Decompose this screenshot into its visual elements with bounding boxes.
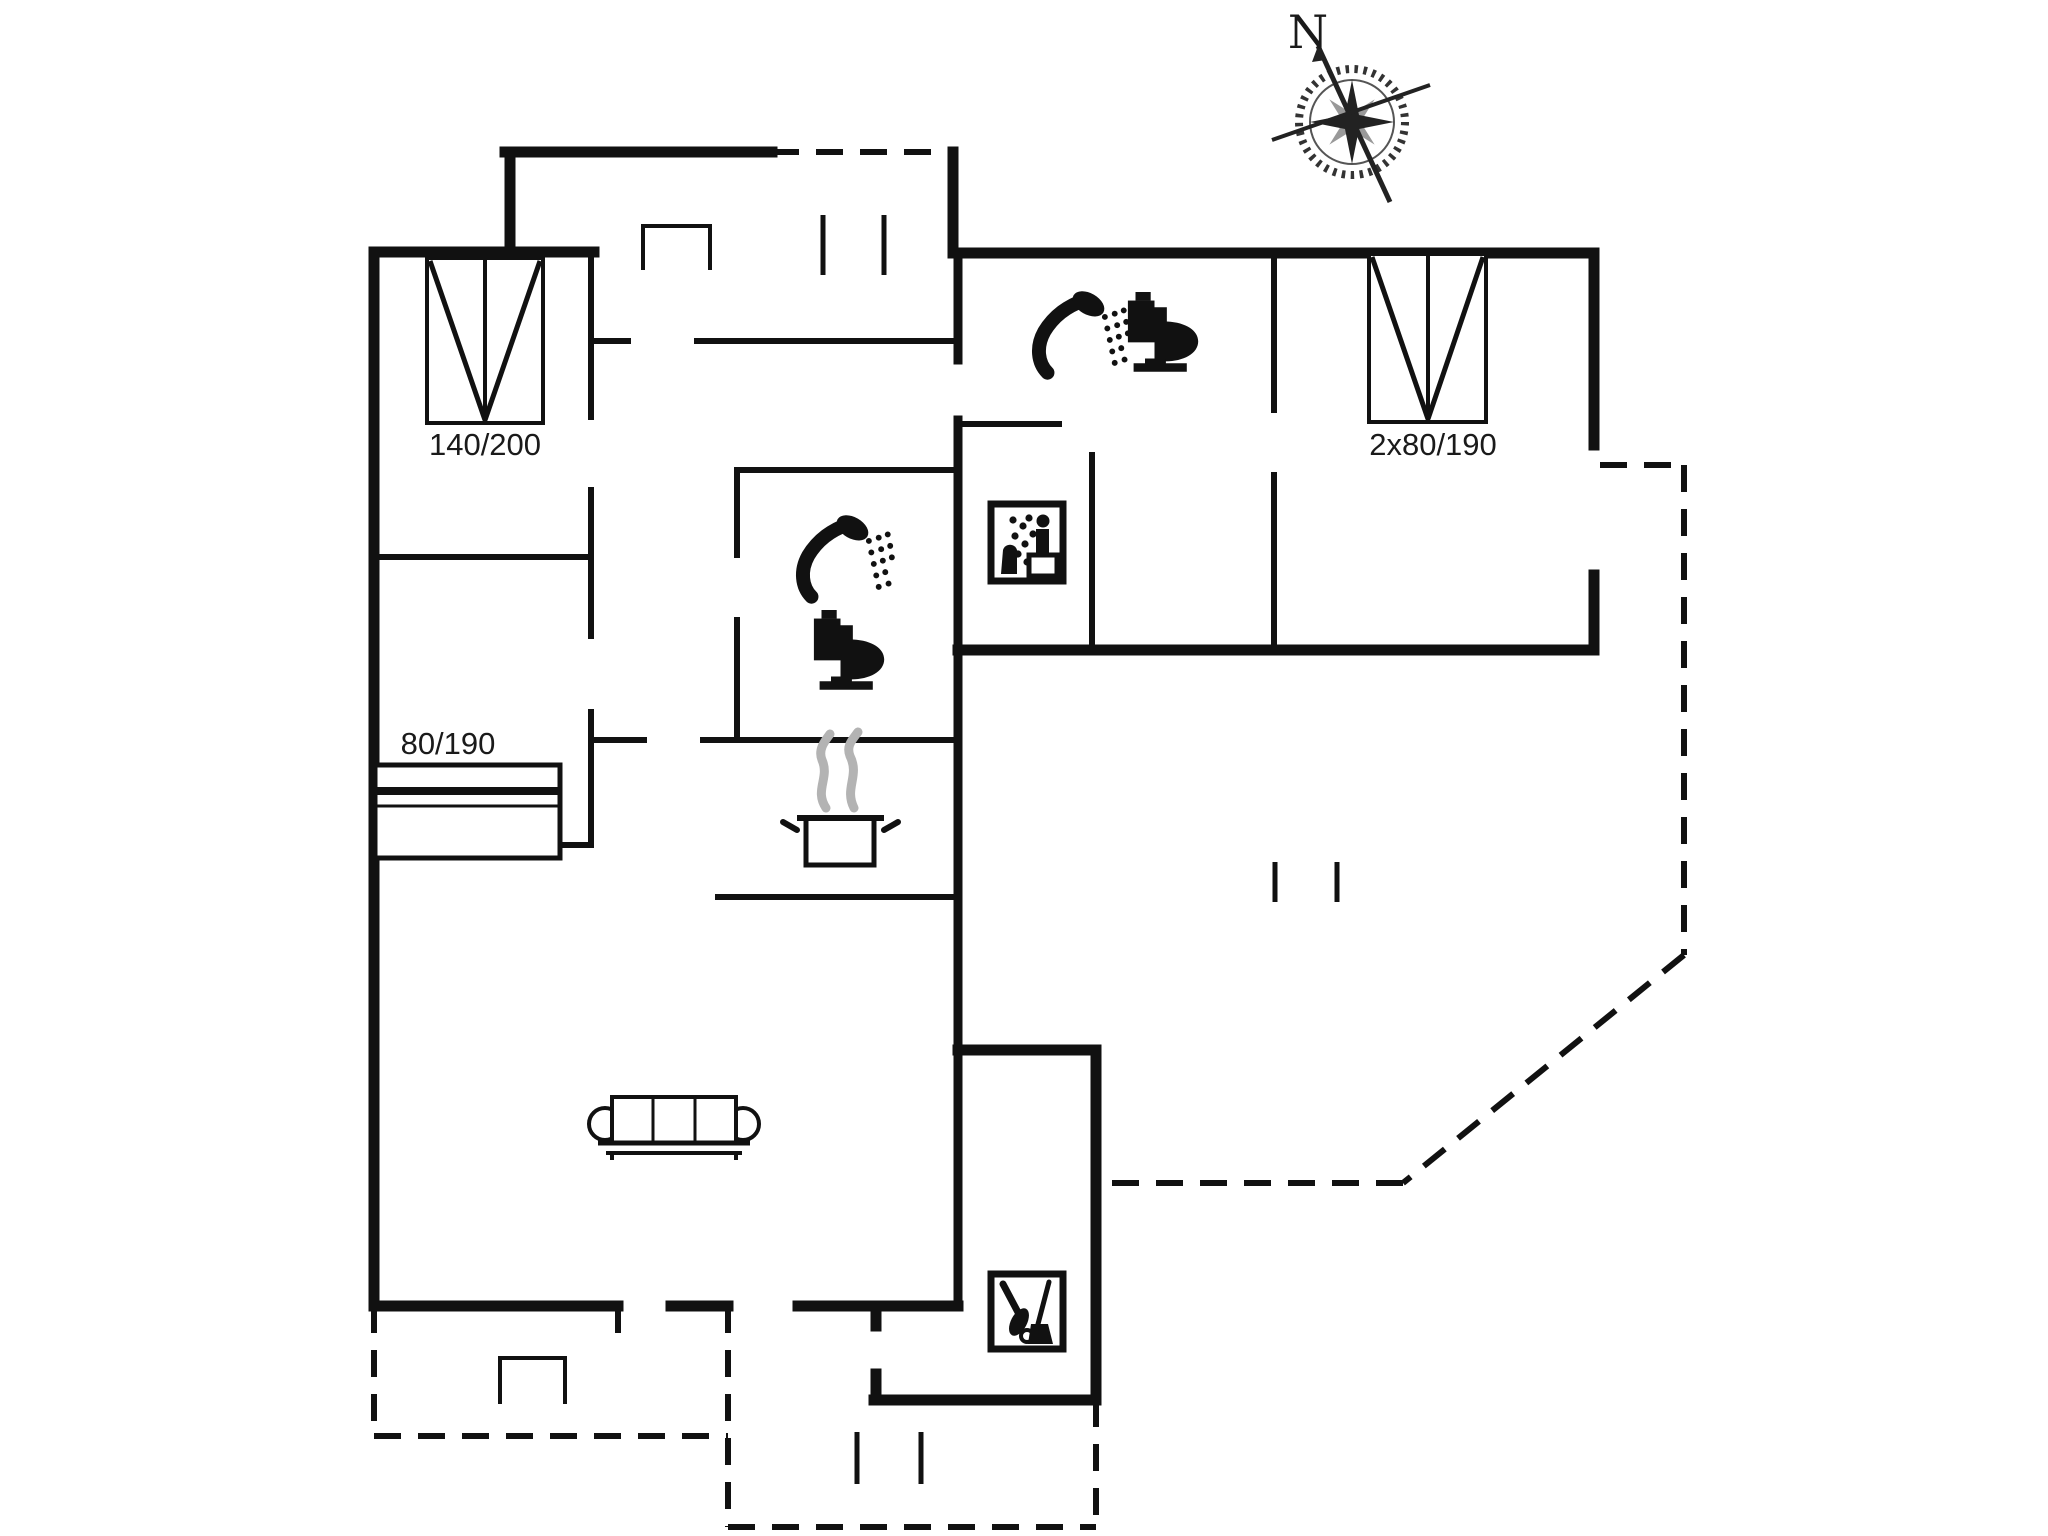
shower-icon (1039, 286, 1131, 373)
bed-size-label: 2x80/190 (1369, 427, 1497, 462)
single-bed (372, 762, 563, 861)
sauna-icon (987, 500, 1067, 585)
cooking-pot-icon (780, 727, 901, 868)
toilet-icon (813, 610, 885, 690)
north-label: N (1288, 5, 1328, 59)
step-markers (498, 224, 712, 1404)
sofa-icon (587, 1095, 761, 1160)
double-bed (425, 256, 545, 425)
bed-size-label: 140/200 (429, 427, 541, 462)
opening-ticks (820, 215, 1340, 1484)
compass-rose-icon (1271, 44, 1431, 204)
toilet-icon (1127, 292, 1199, 372)
terrace-dashed-outline (371, 149, 1687, 1530)
shower-icon (803, 510, 895, 597)
cleaning-equipment-icon (987, 1270, 1067, 1353)
bed-size-label: 80/190 (401, 726, 496, 761)
twin-bed (1367, 252, 1488, 424)
